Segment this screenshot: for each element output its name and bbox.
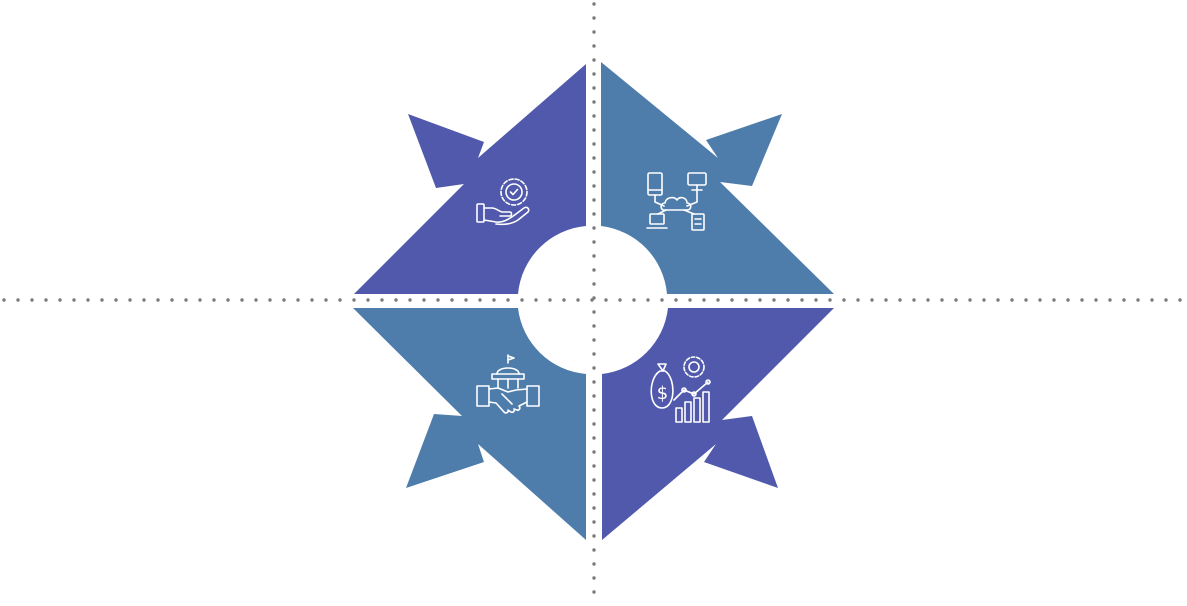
- svg-text:$: $: [657, 383, 668, 404]
- quadrant-top-left: [354, 64, 586, 294]
- quadrant-bottom-left: [353, 308, 586, 540]
- money-bag-growth-chart-icon: $: [650, 356, 711, 423]
- quadrant-bottom-right: [602, 308, 834, 540]
- hand-gear-check-icon: [476, 178, 530, 226]
- quadrant-top-right: [601, 62, 834, 294]
- cloud-network-icon: [646, 172, 707, 231]
- handshake-government-icon: [476, 354, 540, 414]
